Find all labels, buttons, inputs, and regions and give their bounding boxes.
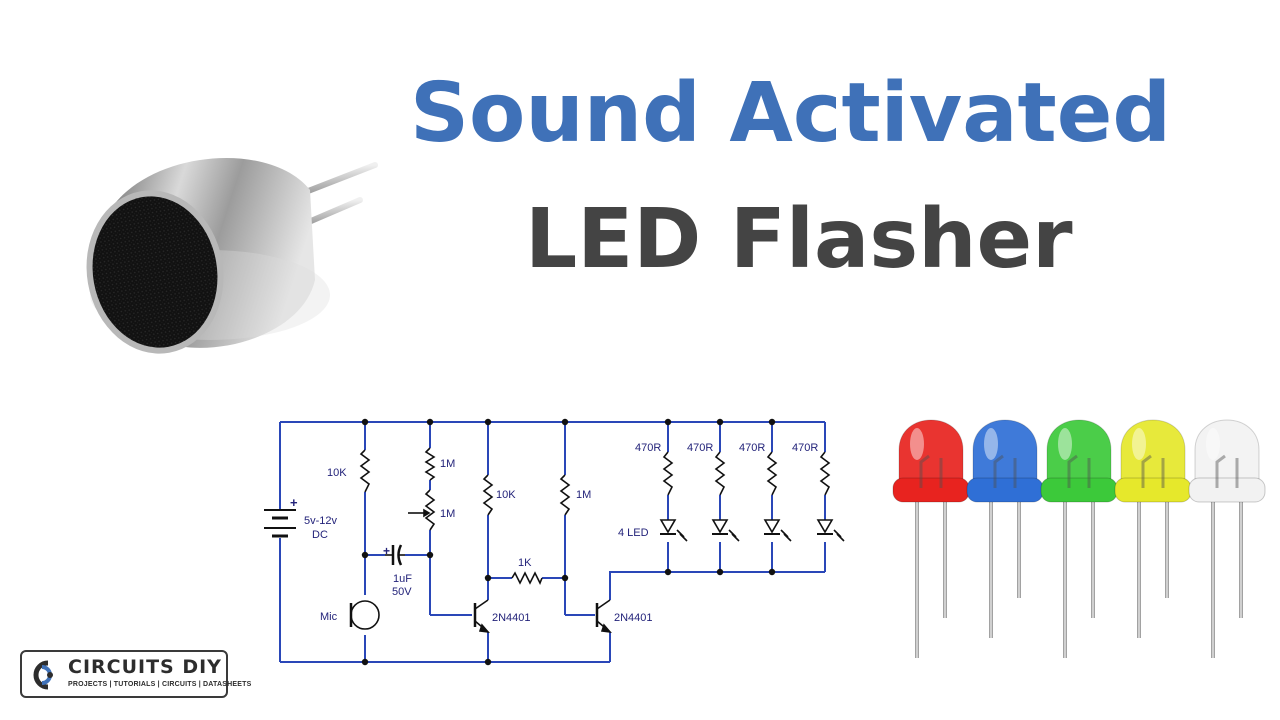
- resistor-470r-3: [766, 451, 778, 496]
- mic-felt: [92, 196, 218, 348]
- schematic-labels: + 5v-12v DC 10K 1M 1M + 1uF 50V Mic 10K …: [290, 442, 818, 624]
- led-r4-label: 470R: [792, 442, 818, 454]
- resistor-1k: [511, 571, 543, 585]
- resistor-10k-1: [359, 449, 371, 493]
- transistor-q1: [473, 599, 490, 634]
- resistor-10k-2: [482, 474, 494, 516]
- led-r3-label: 470R: [739, 442, 765, 454]
- components: [264, 447, 845, 634]
- r2-label: 1M: [440, 458, 455, 470]
- battery-type-label: DC: [312, 529, 328, 541]
- led-symbol-2: [711, 519, 740, 542]
- circuits-diy-logo: CIRCUITS DIY PROJECTS | TUTORIALS | CIRC…: [20, 650, 251, 698]
- resistor-470r-4: [819, 451, 831, 496]
- resistor-1m-1: [424, 447, 436, 481]
- battery-plus-label: +: [290, 495, 298, 510]
- potentiometer-1m: [424, 489, 436, 531]
- led-1: [892, 419, 970, 658]
- mic-symbol: [349, 600, 380, 630]
- capacitor-1uf: [385, 544, 405, 566]
- r4-label: 1K: [518, 557, 532, 569]
- led-r2-label: 470R: [687, 442, 713, 454]
- cap-voltage-label: 50V: [392, 586, 412, 598]
- resistor-470r-2: [714, 451, 726, 496]
- resistor-470r-1: [662, 451, 674, 496]
- logo-name: CIRCUITS DIY: [68, 656, 222, 678]
- q2-label: 2N4401: [614, 612, 653, 624]
- title-line-1: Sound Activated: [410, 66, 1172, 161]
- circuit-schematic: + 5v-12v DC 10K 1M 1M + 1uF 50V Mic 10K …: [264, 418, 845, 666]
- led-3: [1040, 419, 1118, 658]
- transistor-q2: [595, 599, 612, 634]
- led-symbol-3: [763, 519, 792, 542]
- led-set: [892, 419, 1266, 658]
- led-4: [1114, 419, 1192, 638]
- logo-tagline: PROJECTS | TUTORIALS | CIRCUITS | DATASH…: [68, 681, 252, 688]
- led-5: [1188, 419, 1266, 658]
- battery-value-label: 5v-12v: [304, 515, 338, 527]
- microphone-image: [86, 157, 378, 354]
- led-r1-label: 470R: [635, 442, 661, 454]
- led-2: [966, 419, 1044, 638]
- resistor-1m-2: [559, 474, 571, 516]
- leds-image: [892, 419, 1266, 658]
- led-symbol-4: [816, 519, 845, 542]
- mic-label: Mic: [320, 611, 338, 623]
- pot-label: 1M: [440, 508, 455, 520]
- wires: [279, 421, 826, 663]
- logo-mark-icon: [33, 660, 53, 690]
- r1-label: 10K: [327, 467, 347, 479]
- title-line-2: LED Flasher: [525, 192, 1073, 287]
- junctions: [361, 418, 776, 666]
- led-symbol-1: [659, 519, 688, 542]
- r3-label: 10K: [496, 489, 516, 501]
- q1-label: 2N4401: [492, 612, 531, 624]
- battery-symbol: [264, 509, 296, 538]
- led-group-label: 4 LED: [618, 527, 649, 539]
- cap-value-label: 1uF: [393, 573, 412, 585]
- cap-plus-label: +: [383, 544, 390, 558]
- r5-label: 1M: [576, 489, 591, 501]
